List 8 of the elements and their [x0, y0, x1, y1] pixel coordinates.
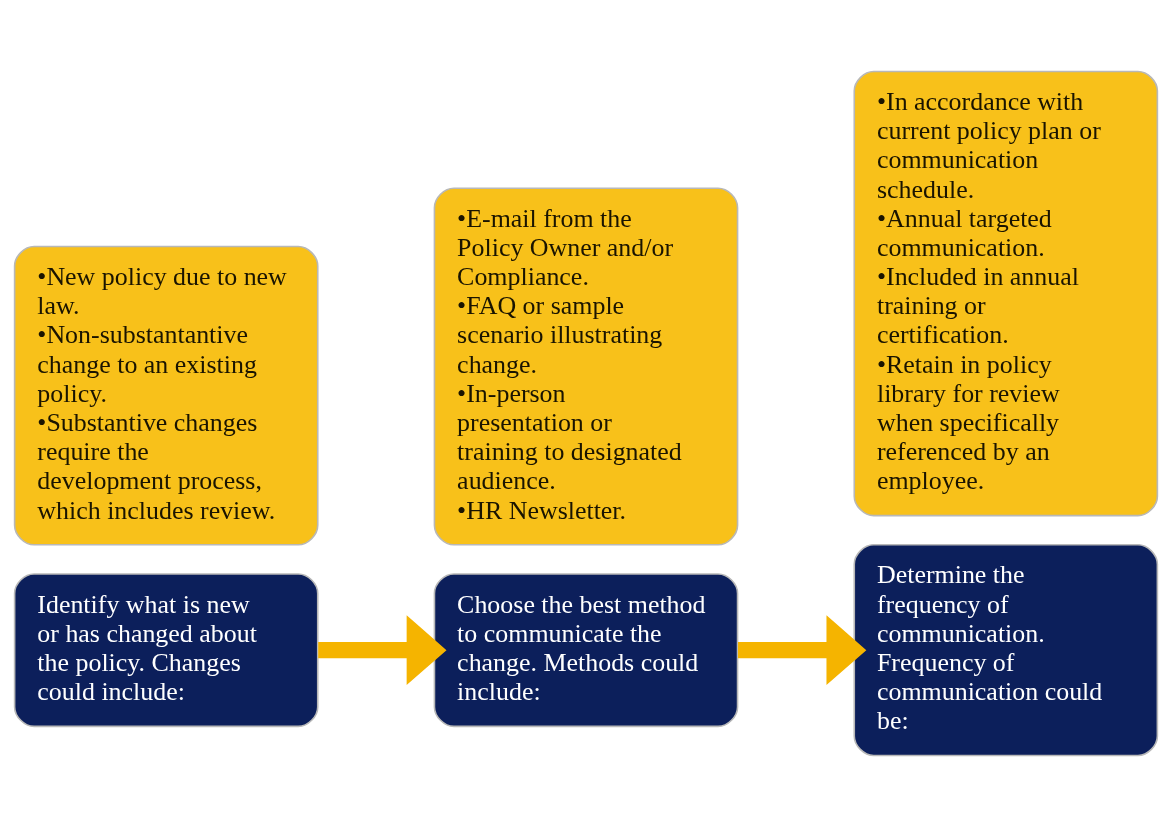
arrow: [318, 614, 447, 685]
node-box: Determine the frequency of communication. Frequency of communication could be:: [853, 543, 1159, 756]
node-box: •E-mail from the Policy Owner and/or Compliance. •FAQ or sample scenario illustrating change. •In-person presentation or training to designated audience. •HR Newsletter.: [433, 186, 739, 546]
node-box: •New policy due to new law. •Non-substantantive change to an existing policy. •Substantive changes require the development process, which includes review.: [13, 245, 319, 546]
node-box: Choose the best method to communicate the change. Methods could include:: [433, 572, 739, 727]
node-box: Identify what is new or has changed about the policy. Changes could include:: [13, 572, 319, 727]
node-box: •In accordance with current policy plan or communication schedule. •Annual targeted communication. •Included in annual training or certification. •Retain in policy library for review when specifically referenced by an employee.: [853, 70, 1159, 516]
arrow: [738, 614, 867, 685]
